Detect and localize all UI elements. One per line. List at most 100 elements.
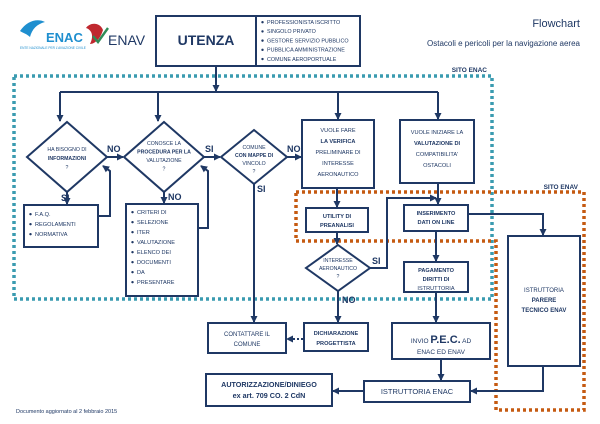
enac-logo-text: ENAC [46, 30, 83, 45]
valutazione-line: VUOLE INIZIARE LA [411, 130, 464, 136]
arrow-enav-to-istruttoria-enac [470, 366, 544, 395]
valutazione-box [399, 119, 475, 184]
d1-line: HA BISOGNO DI [47, 147, 86, 153]
contattare-comune-box [207, 322, 287, 354]
pec-text-line2: ENAC ED ENAV [417, 349, 466, 356]
d3-line: ? [253, 169, 256, 175]
autorizzazione-text: AUTORIZZAZIONE/DINIEGO ex art. 709 CO. 2 … [221, 380, 317, 400]
enac-wing-icon [20, 20, 45, 37]
verifica-line: INTERESSE [322, 161, 354, 167]
istruttoria_enac-line: ISTRUTTORIA ENAC [381, 387, 454, 396]
inserimento-dati-text: INSERIMENTO DATI ON LINE [417, 211, 456, 226]
pagamento-line: ISTRUTTORIA [417, 286, 454, 292]
istruttoria_enav-line: ISTRUTTORIA [524, 288, 564, 294]
utility-line: PREANALISI [320, 223, 354, 229]
label-no-d4: NO [342, 295, 356, 305]
autorizzazione-box [205, 373, 333, 407]
contattare-comune-text: CONTATTARE IL COMUNE [224, 332, 271, 348]
verifica-line: AERONAUTICO [317, 172, 359, 178]
label-no-d1: NO [107, 144, 121, 154]
criteri-list: CRITERI DI SELEZIONE ITER VALUTAZIONE ELENCO… [131, 210, 175, 286]
footer-date: Documento aggiornato al 2 febbraio 2015 [16, 409, 117, 415]
enav-check-icon [92, 27, 109, 44]
bullet-dot-icon [131, 210, 134, 214]
bullet-dot-icon [131, 260, 134, 264]
dichiarazione-box [303, 322, 369, 352]
verifica-line: LA VERIFICA [321, 139, 356, 145]
bullet-dot-icon [261, 57, 264, 61]
utenza-label: UTENZA [178, 32, 235, 48]
d3-line: CON MAPPE DI [235, 153, 274, 159]
faq-line: NORMATIVA [35, 232, 68, 238]
inserimento-line: DATI ON LINE [418, 220, 455, 226]
inserimento-dati-box [403, 204, 469, 232]
enav-logo: ENAV [86, 23, 146, 48]
criteri-line: DOCUMENTI [137, 260, 171, 266]
label-si-d1: SI [61, 193, 70, 203]
enav-swoosh-icon [86, 23, 103, 44]
contattare-line: COMUNE [234, 342, 261, 348]
pagamento-line: PAGAMENTO [418, 268, 454, 274]
autorizzazione-line: ex art. 709 CO. 2 CdN [233, 391, 306, 400]
inserimento-line: INSERIMENTO [417, 211, 456, 217]
arrow-criteri-back-to-d2 [198, 165, 209, 229]
valutazione-line: VALUTAZIONE DI [414, 141, 461, 147]
enav-logo-text: ENAV [108, 32, 146, 48]
autorizzazione-line: AUTORIZZAZIONE/DINIEGO [221, 380, 317, 389]
verifica-box [301, 119, 375, 189]
bullet-dot-icon [261, 39, 264, 42]
page-title: Flowchart [532, 18, 580, 30]
criteri-line: ELENCO DEI [137, 250, 171, 256]
connectors [56, 66, 547, 395]
label-si-d4: SI [372, 256, 381, 266]
utenza-bullets-line: COMUNE AEROPORTUALE [267, 57, 337, 63]
bullet-dot-icon [261, 48, 264, 52]
criteri-line: CRITERI DI [137, 210, 167, 216]
utenza-bullets-line: GESTORE SERVIZIO PUBBLICO [267, 38, 349, 44]
utility-preanalisi-text: UTILITY DI PREANALISI [320, 214, 354, 229]
istruttoria_enav-line: TECNICO ENAV [522, 308, 567, 314]
bullet-dot-icon [29, 222, 32, 226]
bullet-dot-icon [131, 280, 134, 284]
d4-line: INTERESSE [323, 258, 353, 264]
valutazione-line: OSTACOLI [423, 163, 451, 169]
bullet-dot-icon [29, 212, 32, 216]
criteri-line: ITER [137, 230, 150, 236]
istruttoria-enav-box [507, 235, 581, 367]
d2-line: ? [163, 167, 166, 173]
criteri-line: SELEZIONE [137, 220, 169, 226]
criteri-line: VALUTAZIONE [137, 240, 175, 246]
utility-line: UTILITY DI [323, 214, 352, 220]
sito-enav-label: SITO ENAV [544, 184, 579, 191]
criteri-line: DA [137, 270, 145, 276]
bullet-dot-icon [29, 232, 32, 236]
contattare-line: CONTATTARE IL [224, 332, 271, 338]
bullet-dot-icon [131, 270, 134, 274]
d2-line: PROCEDURA PER LA [137, 150, 191, 156]
bullet-dot-icon [131, 230, 134, 234]
faq-line: F.A.Q. [35, 212, 51, 218]
pec-text: INVIO P.E.C. AD [411, 334, 472, 346]
dichiarazione-line: PROGETTISTA [316, 341, 355, 347]
arrow-inserimento-to-enav [468, 213, 547, 236]
verifica-line: VUOLE FARE [320, 128, 355, 134]
d1-line: INFORMAZIONI [48, 156, 87, 162]
label-no-d2: NO [168, 192, 182, 202]
decision-procedura [122, 120, 206, 194]
sito-enac-label: SITO ENAC [452, 67, 488, 74]
istruttoria-enac-text: ISTRUTTORIA ENAC [381, 387, 454, 396]
pagamento-box [403, 261, 469, 293]
label-si-d3: SI [257, 184, 266, 194]
d2-line: VALUTAZIONE [146, 158, 182, 164]
label-no-d3: NO [287, 144, 301, 154]
